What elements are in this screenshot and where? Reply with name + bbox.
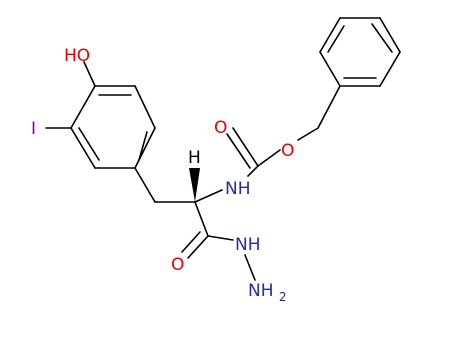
bond-ring-c1-c2 xyxy=(70,85,96,129)
carbamate-carbonyl-o-label: O xyxy=(214,118,227,138)
terminal-nh2-label: NH 2 xyxy=(248,281,287,304)
bond-carbamate-c-o1 xyxy=(232,127,259,167)
bond-ho-c1 xyxy=(83,61,96,87)
bond-carbamate-c-ester-o xyxy=(257,149,281,167)
bond-phenyl-double-2 xyxy=(371,23,393,53)
bond-amide-c-nh xyxy=(207,235,234,241)
bond-phenyl-5 xyxy=(319,17,341,53)
bonds xyxy=(45,17,401,281)
bond-phenyl-2 xyxy=(379,51,401,87)
bond-ring-double-3 xyxy=(138,131,148,161)
ester-o-label: O xyxy=(281,141,294,161)
hydroxyl-label: HO xyxy=(64,46,90,66)
atom-labels: HO I H NH O O O NH NH 2 xyxy=(31,46,294,304)
bond-ring-double-2 xyxy=(78,127,100,161)
bond-ester-o-ch2 xyxy=(297,127,319,141)
bond-nh-nh2 xyxy=(244,254,256,281)
bond-phenyl-3 xyxy=(379,17,401,53)
bond-amide-c-o-double xyxy=(181,231,201,253)
wedge-bond-chiral-h xyxy=(189,168,200,202)
bond-calpha-amide-c xyxy=(194,201,209,237)
bond-ring-c4-c5 xyxy=(134,127,156,169)
hydrazide-carbonyl-o-label: O xyxy=(171,255,184,275)
bond-ring-ch2 xyxy=(134,167,156,203)
iodine-label: I xyxy=(31,119,36,139)
bond-nh-carbamate-c xyxy=(247,165,259,177)
bond-calpha-nh xyxy=(194,189,223,203)
bond-ring-c5-c6 xyxy=(134,85,156,129)
bond-ch2-phenyl xyxy=(317,85,341,129)
bond-ring-c2-c3 xyxy=(70,127,96,169)
terminal-nh2-subscript: 2 xyxy=(279,290,287,304)
bond-carbamate-c-o1-double xyxy=(226,133,251,169)
bond-phenyl-6 xyxy=(319,51,341,87)
bond-phenyl-double-3 xyxy=(327,25,345,53)
terminal-nh2-main: NH xyxy=(248,281,274,301)
amide-nh-label: NH xyxy=(225,179,251,199)
bond-amide-c-o xyxy=(187,235,209,259)
hydrazide-nh-label: NH xyxy=(235,235,261,255)
chiral-h-label: H xyxy=(188,148,201,168)
